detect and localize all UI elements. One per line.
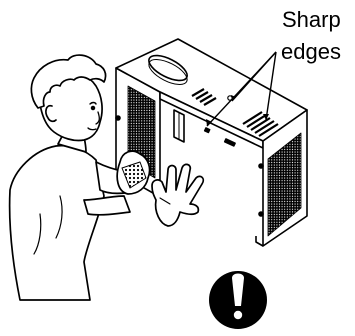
person-torso (10, 146, 104, 300)
callout-label-sharp: Sharp (282, 8, 341, 32)
callout-label-edges: edges (281, 40, 341, 64)
exclamation-circle-icon (209, 271, 267, 329)
chassis-cover (116, 39, 307, 246)
